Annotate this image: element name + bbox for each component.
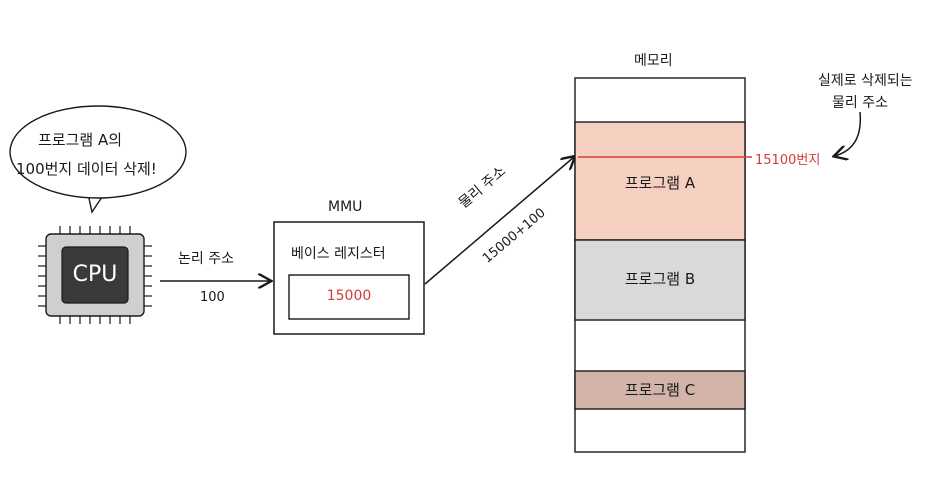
logical-address-value: 100	[200, 290, 225, 305]
base-register-label: 베이스 레지스터	[291, 246, 386, 262]
cpu-chip	[38, 226, 152, 324]
note-line-1: 실제로 삭제되는	[818, 73, 913, 89]
segment-label-program-c: 프로그램 C	[624, 381, 696, 399]
speech-bubble	[9, 105, 187, 214]
segment-label-program-a: 프로그램 A	[624, 174, 696, 192]
logical-address-label: 논리 주소	[178, 251, 234, 267]
base-register-value: 15000	[326, 288, 372, 304]
speech-line-1: 프로그램 A의	[38, 131, 123, 149]
memory-title: 메모리	[634, 53, 673, 69]
note-line-2: 물리 주소	[832, 95, 888, 111]
address-marker-label: 15100번지	[755, 153, 821, 168]
memory-segment-program-c	[574, 370, 746, 410]
memory-segment-program-b	[574, 239, 746, 321]
physical-address-arrow	[424, 157, 574, 285]
memory-column	[574, 77, 746, 453]
cpu-label: CPU	[72, 262, 118, 287]
memory-segment-program-a	[574, 121, 746, 241]
note-arrow	[835, 111, 862, 156]
base-register-box	[288, 274, 410, 320]
mmu-title: MMU	[328, 199, 363, 215]
speech-line-2: 100번지 데이터 삭제!	[16, 160, 157, 178]
segment-label-program-b: 프로그램 B	[624, 270, 696, 288]
